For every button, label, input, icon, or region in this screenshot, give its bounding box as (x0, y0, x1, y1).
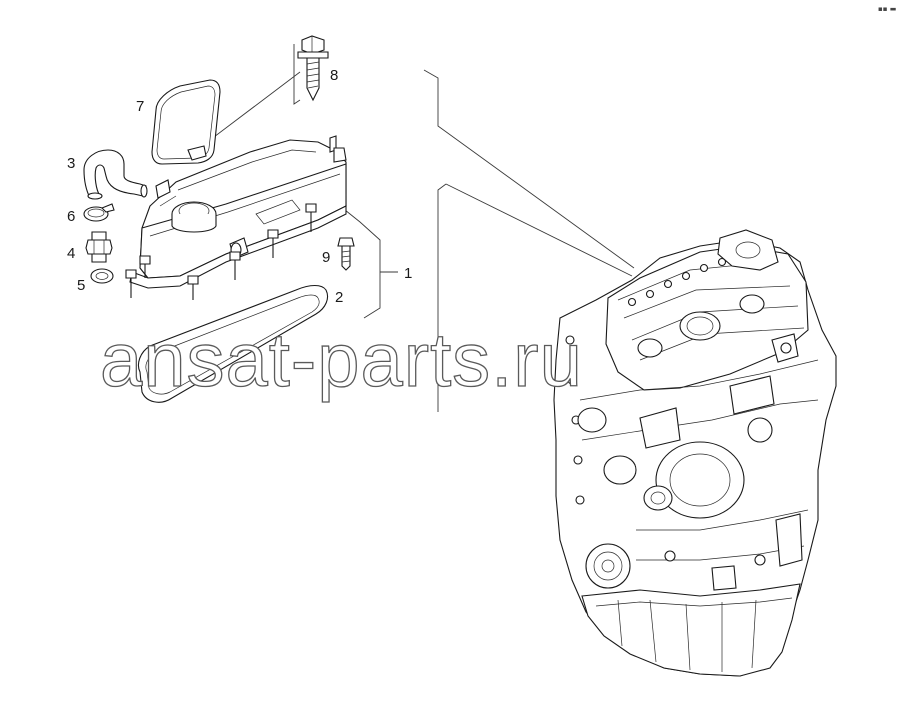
leader-lines (187, 44, 635, 412)
cover-gasket-part-2 (137, 284, 329, 403)
callout-9: 9 (322, 249, 330, 266)
rocker-cover-part-1 (125, 135, 347, 300)
callout-numbers: 1 2 3 4 5 6 7 8 9 (67, 67, 412, 306)
callout-5: 5 (77, 277, 85, 294)
engine-block-assembly (553, 229, 837, 677)
callout-2: 2 (335, 289, 343, 306)
callout-8: 8 (330, 67, 338, 84)
watermark-text: ansat-parts.ru (100, 318, 583, 403)
bolt-part-9 (337, 237, 355, 271)
fitting-part-4 (85, 231, 113, 263)
bolt-part-8 (297, 35, 329, 102)
callout-4: 4 (67, 245, 75, 262)
callout-6: 6 (67, 208, 75, 225)
washer-part-5 (90, 268, 114, 284)
callout-3: 3 (67, 155, 75, 172)
filter-gasket-part-7 (151, 79, 221, 165)
callout-7: 7 (136, 98, 144, 115)
hose-clip-part-6 (83, 203, 115, 222)
breather-hose-part-3 (83, 149, 148, 200)
corner-mark: ▪▪ ▬ (878, 5, 896, 13)
callout-1: 1 (404, 265, 412, 282)
